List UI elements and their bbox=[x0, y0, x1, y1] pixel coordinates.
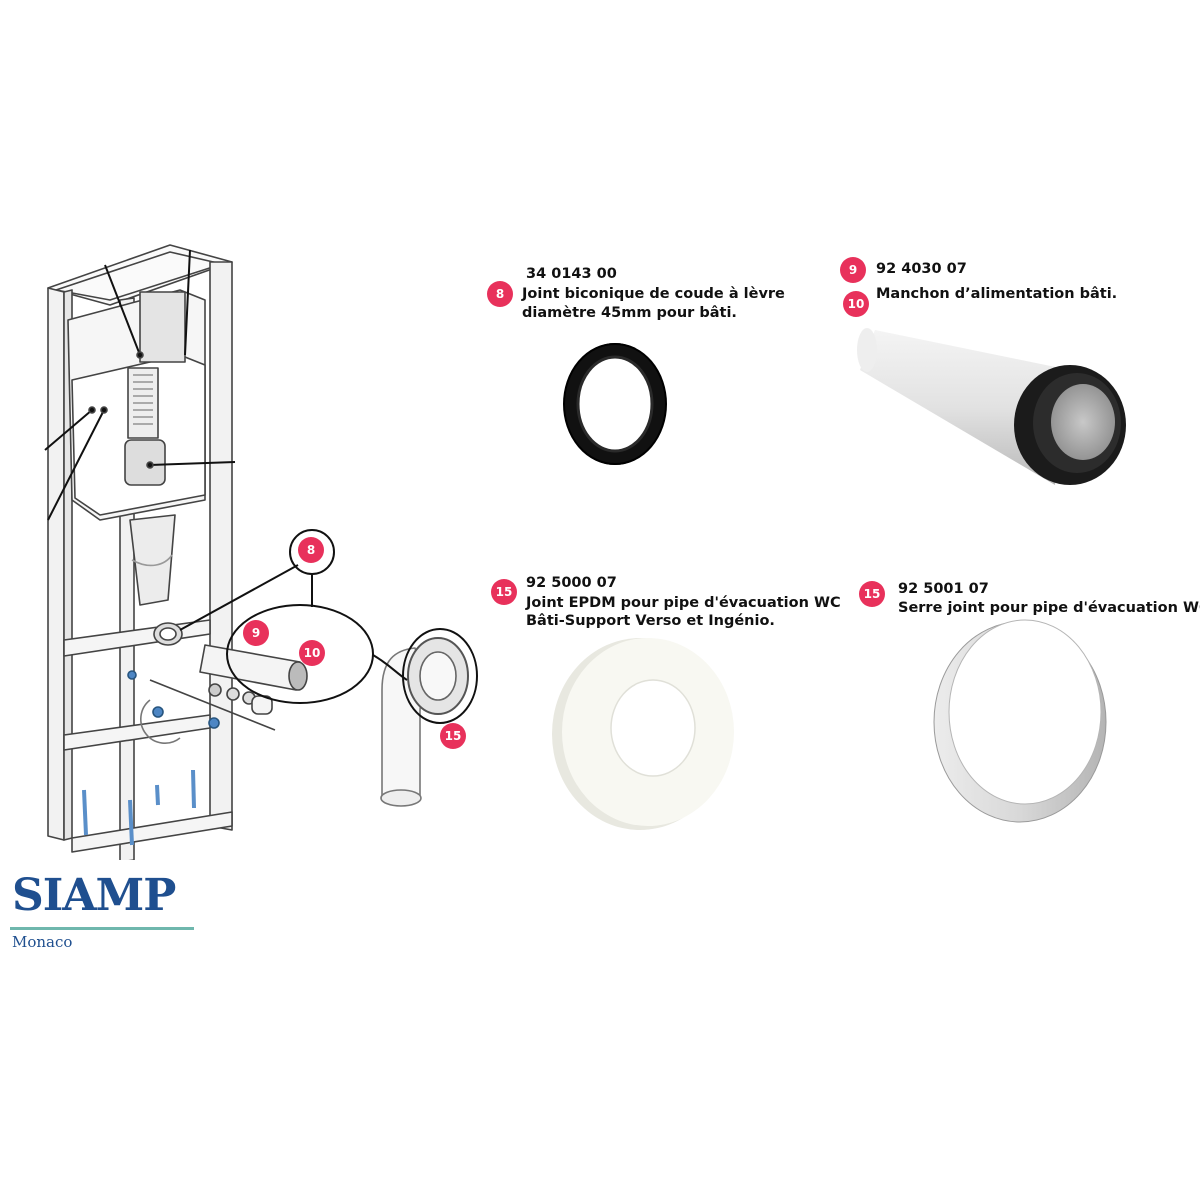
part-reference: 92 4030 07 bbox=[876, 261, 967, 277]
supply-sleeve-image bbox=[857, 328, 1126, 485]
part-description-line: Joint biconique de coude à lèvre bbox=[522, 286, 785, 302]
part-description-line: diamètre 45mm pour bâti. bbox=[522, 305, 737, 321]
part-number-badge: 15 bbox=[859, 581, 885, 607]
part-reference: 92 5000 07 bbox=[526, 575, 617, 591]
callout-badge-8: 8 bbox=[298, 537, 324, 563]
part-number-badge: 15 bbox=[491, 579, 517, 605]
part-reference: 34 0143 00 bbox=[526, 266, 617, 282]
part-number-badge: 8 bbox=[487, 281, 513, 307]
installation-frame-diagram bbox=[44, 244, 478, 860]
part-description-line: Bâti-Support Verso et Ingénio. bbox=[526, 613, 775, 629]
part-number-badge: 10 bbox=[843, 291, 869, 317]
brand-location: Monaco bbox=[12, 933, 73, 951]
callout-badge-10: 10 bbox=[299, 640, 325, 666]
brand-divider bbox=[10, 927, 194, 930]
part-description-line: Serre joint pour pipe d'évacuation WC. bbox=[898, 600, 1200, 616]
part-description-line: Manchon d’alimentation bâti. bbox=[876, 286, 1118, 302]
epdm-seal-image bbox=[552, 638, 734, 830]
brand-name: SIAMP bbox=[12, 870, 176, 921]
callout-badge-9: 9 bbox=[243, 620, 269, 646]
biconical-elbow-seal-image bbox=[563, 343, 667, 465]
clamp-ring-image bbox=[933, 619, 1107, 823]
callout-badge-15: 15 bbox=[440, 723, 466, 749]
part-description-line: Joint EPDM pour pipe d'évacuation WC bbox=[526, 595, 841, 611]
part-reference: 92 5001 07 bbox=[898, 581, 989, 597]
part-number-badge: 9 bbox=[840, 257, 866, 283]
